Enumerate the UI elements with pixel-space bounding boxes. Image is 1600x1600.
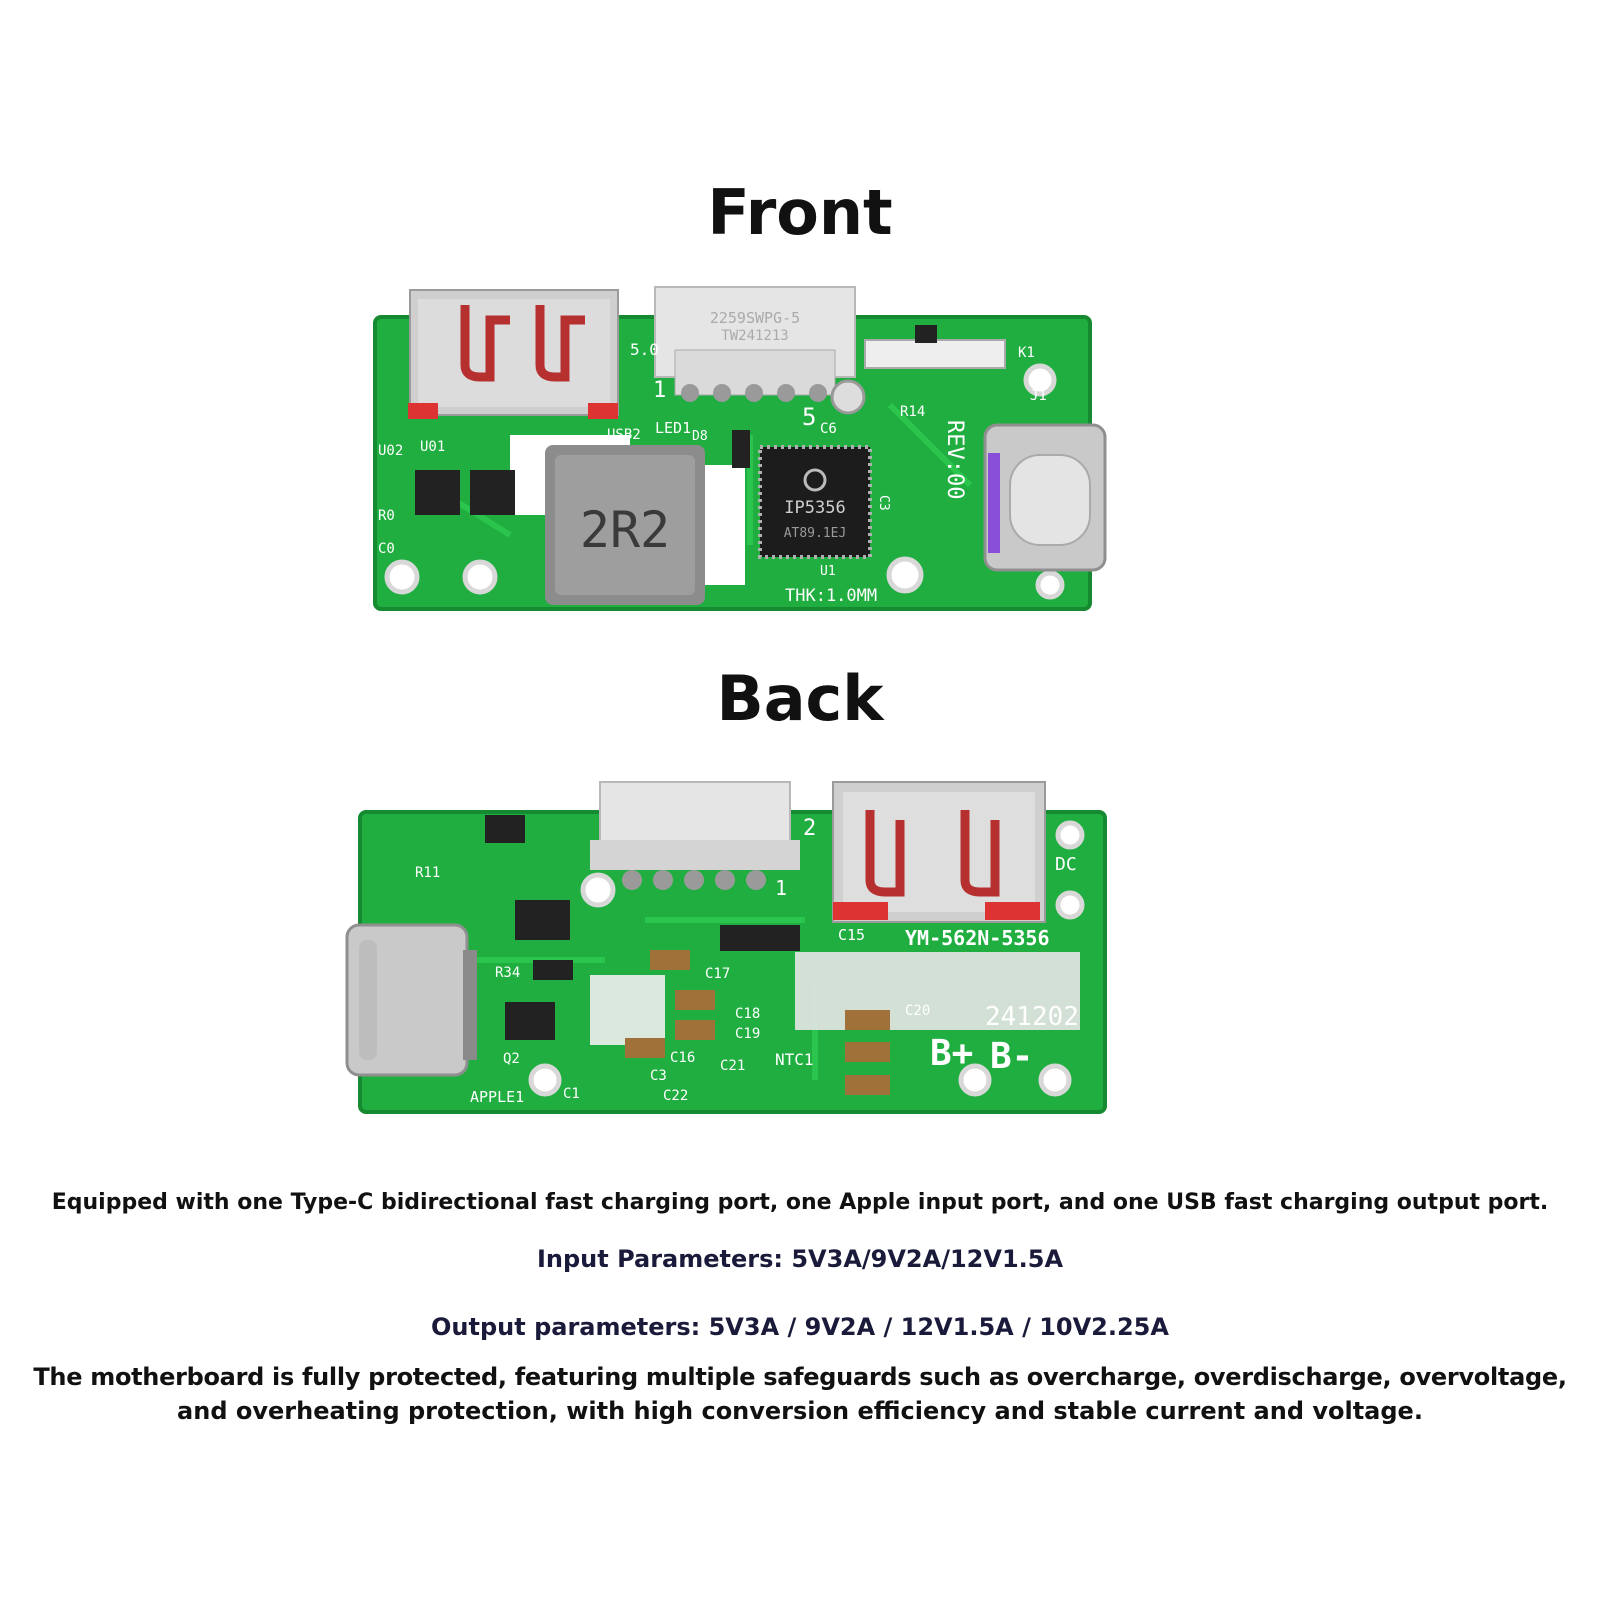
type-c-port xyxy=(983,423,1107,572)
silk-c22: C22 xyxy=(663,1088,688,1104)
back-heading: Back xyxy=(716,662,884,735)
silk-usb2: USB2 xyxy=(607,427,641,443)
b-plus-label: B+ xyxy=(930,1033,973,1074)
silk-r11: R11 xyxy=(415,865,440,881)
slide-switch xyxy=(864,339,1006,369)
silk-k1: K1 xyxy=(1018,345,1035,361)
silk-led1: LED1 xyxy=(655,419,691,437)
silk-c16: C16 xyxy=(670,1050,695,1066)
back-board-photo: YM-562N-5356 241202 B+ B- APPLE1 NTC1 DC… xyxy=(345,781,1107,1114)
mosfet-u02 xyxy=(415,470,460,515)
back-usb-a-port xyxy=(832,781,1046,923)
connector-block: 2259SWPG-5 TW241213 xyxy=(654,286,856,402)
silk-d8: D8 xyxy=(692,429,708,444)
silk-pin1: 1 xyxy=(653,378,666,403)
usb-a-port xyxy=(408,289,619,419)
date-label: 241202 xyxy=(985,1002,1079,1032)
connector-date-code: TW241213 xyxy=(721,328,788,344)
back-chip-b xyxy=(505,1002,555,1040)
connector-part-number: 2259SWPG-5 xyxy=(710,309,800,327)
thk-label: THK:1.0MM xyxy=(785,586,877,606)
silk-r0: R0 xyxy=(378,508,395,524)
silk-c3: C3 xyxy=(876,495,891,511)
silk-pin2: 2 xyxy=(803,816,816,841)
inductor-label: 2R2 xyxy=(580,501,670,559)
apple-label: APPLE1 xyxy=(470,1088,524,1106)
output-parameters: Output parameters: 5V3A / 9V2A / 12V1.5A… xyxy=(431,1313,1169,1341)
mosfet-u01 xyxy=(470,470,515,515)
silk-c17: C17 xyxy=(705,966,730,982)
silk-c15: C15 xyxy=(838,926,865,944)
ntc-label: NTC1 xyxy=(775,1050,814,1069)
model-label: YM-562N-5356 xyxy=(905,926,1050,950)
silk-u01: U01 xyxy=(420,439,445,455)
silk-q2: Q2 xyxy=(503,1051,520,1067)
silk-c1: C1 xyxy=(563,1086,580,1102)
silk-u02: U02 xyxy=(378,443,403,459)
silk-c18: C18 xyxy=(735,1006,760,1022)
silk-dc: DC xyxy=(1055,854,1077,875)
ic-label: IP5356 xyxy=(784,498,845,518)
back-connector-block xyxy=(590,781,800,890)
front-heading: Front xyxy=(707,176,893,249)
protection-caption-line2: and overheating protection, with high co… xyxy=(177,1397,1423,1425)
silk-u1: U1 xyxy=(820,564,836,579)
protection-caption-line1: The motherboard is fully protected, feat… xyxy=(33,1363,1567,1391)
silk-pin5: 5 xyxy=(802,403,816,431)
silk-c0: C0 xyxy=(378,541,395,557)
b-minus-label: B- xyxy=(990,1036,1033,1077)
silk-5v0: 5.0 xyxy=(630,340,659,359)
silk-r14: R14 xyxy=(900,404,925,420)
rev-label: REV:00 xyxy=(942,420,967,499)
silk-pin1-back: 1 xyxy=(775,876,787,900)
silk-c21: C21 xyxy=(720,1058,745,1074)
front-board-photo: 2259SWPG-5 TW241213 2R2 IP5356 AT89.1EJ … xyxy=(373,286,1107,611)
feature-caption: Equipped with one Type-C bidirectional f… xyxy=(51,1190,1549,1215)
silk-c6: C6 xyxy=(820,421,837,437)
silk-c3-back: C3 xyxy=(650,1068,667,1084)
back-chip-a xyxy=(515,900,570,940)
silk-r34: R34 xyxy=(495,965,520,981)
inductor-2r2: 2R2 xyxy=(510,435,745,605)
input-parameters: Input Parameters: 5V3A/9V2A/12V1.5A xyxy=(536,1245,1064,1273)
silk-c20: C20 xyxy=(905,1003,930,1019)
silk-j1: J1 xyxy=(1030,388,1047,404)
ic-sub-label: AT89.1EJ xyxy=(784,526,847,541)
back-type-c-port xyxy=(345,923,477,1077)
ic-ip5356: IP5356 AT89.1EJ xyxy=(758,445,872,559)
silk-c19: C19 xyxy=(735,1026,760,1042)
